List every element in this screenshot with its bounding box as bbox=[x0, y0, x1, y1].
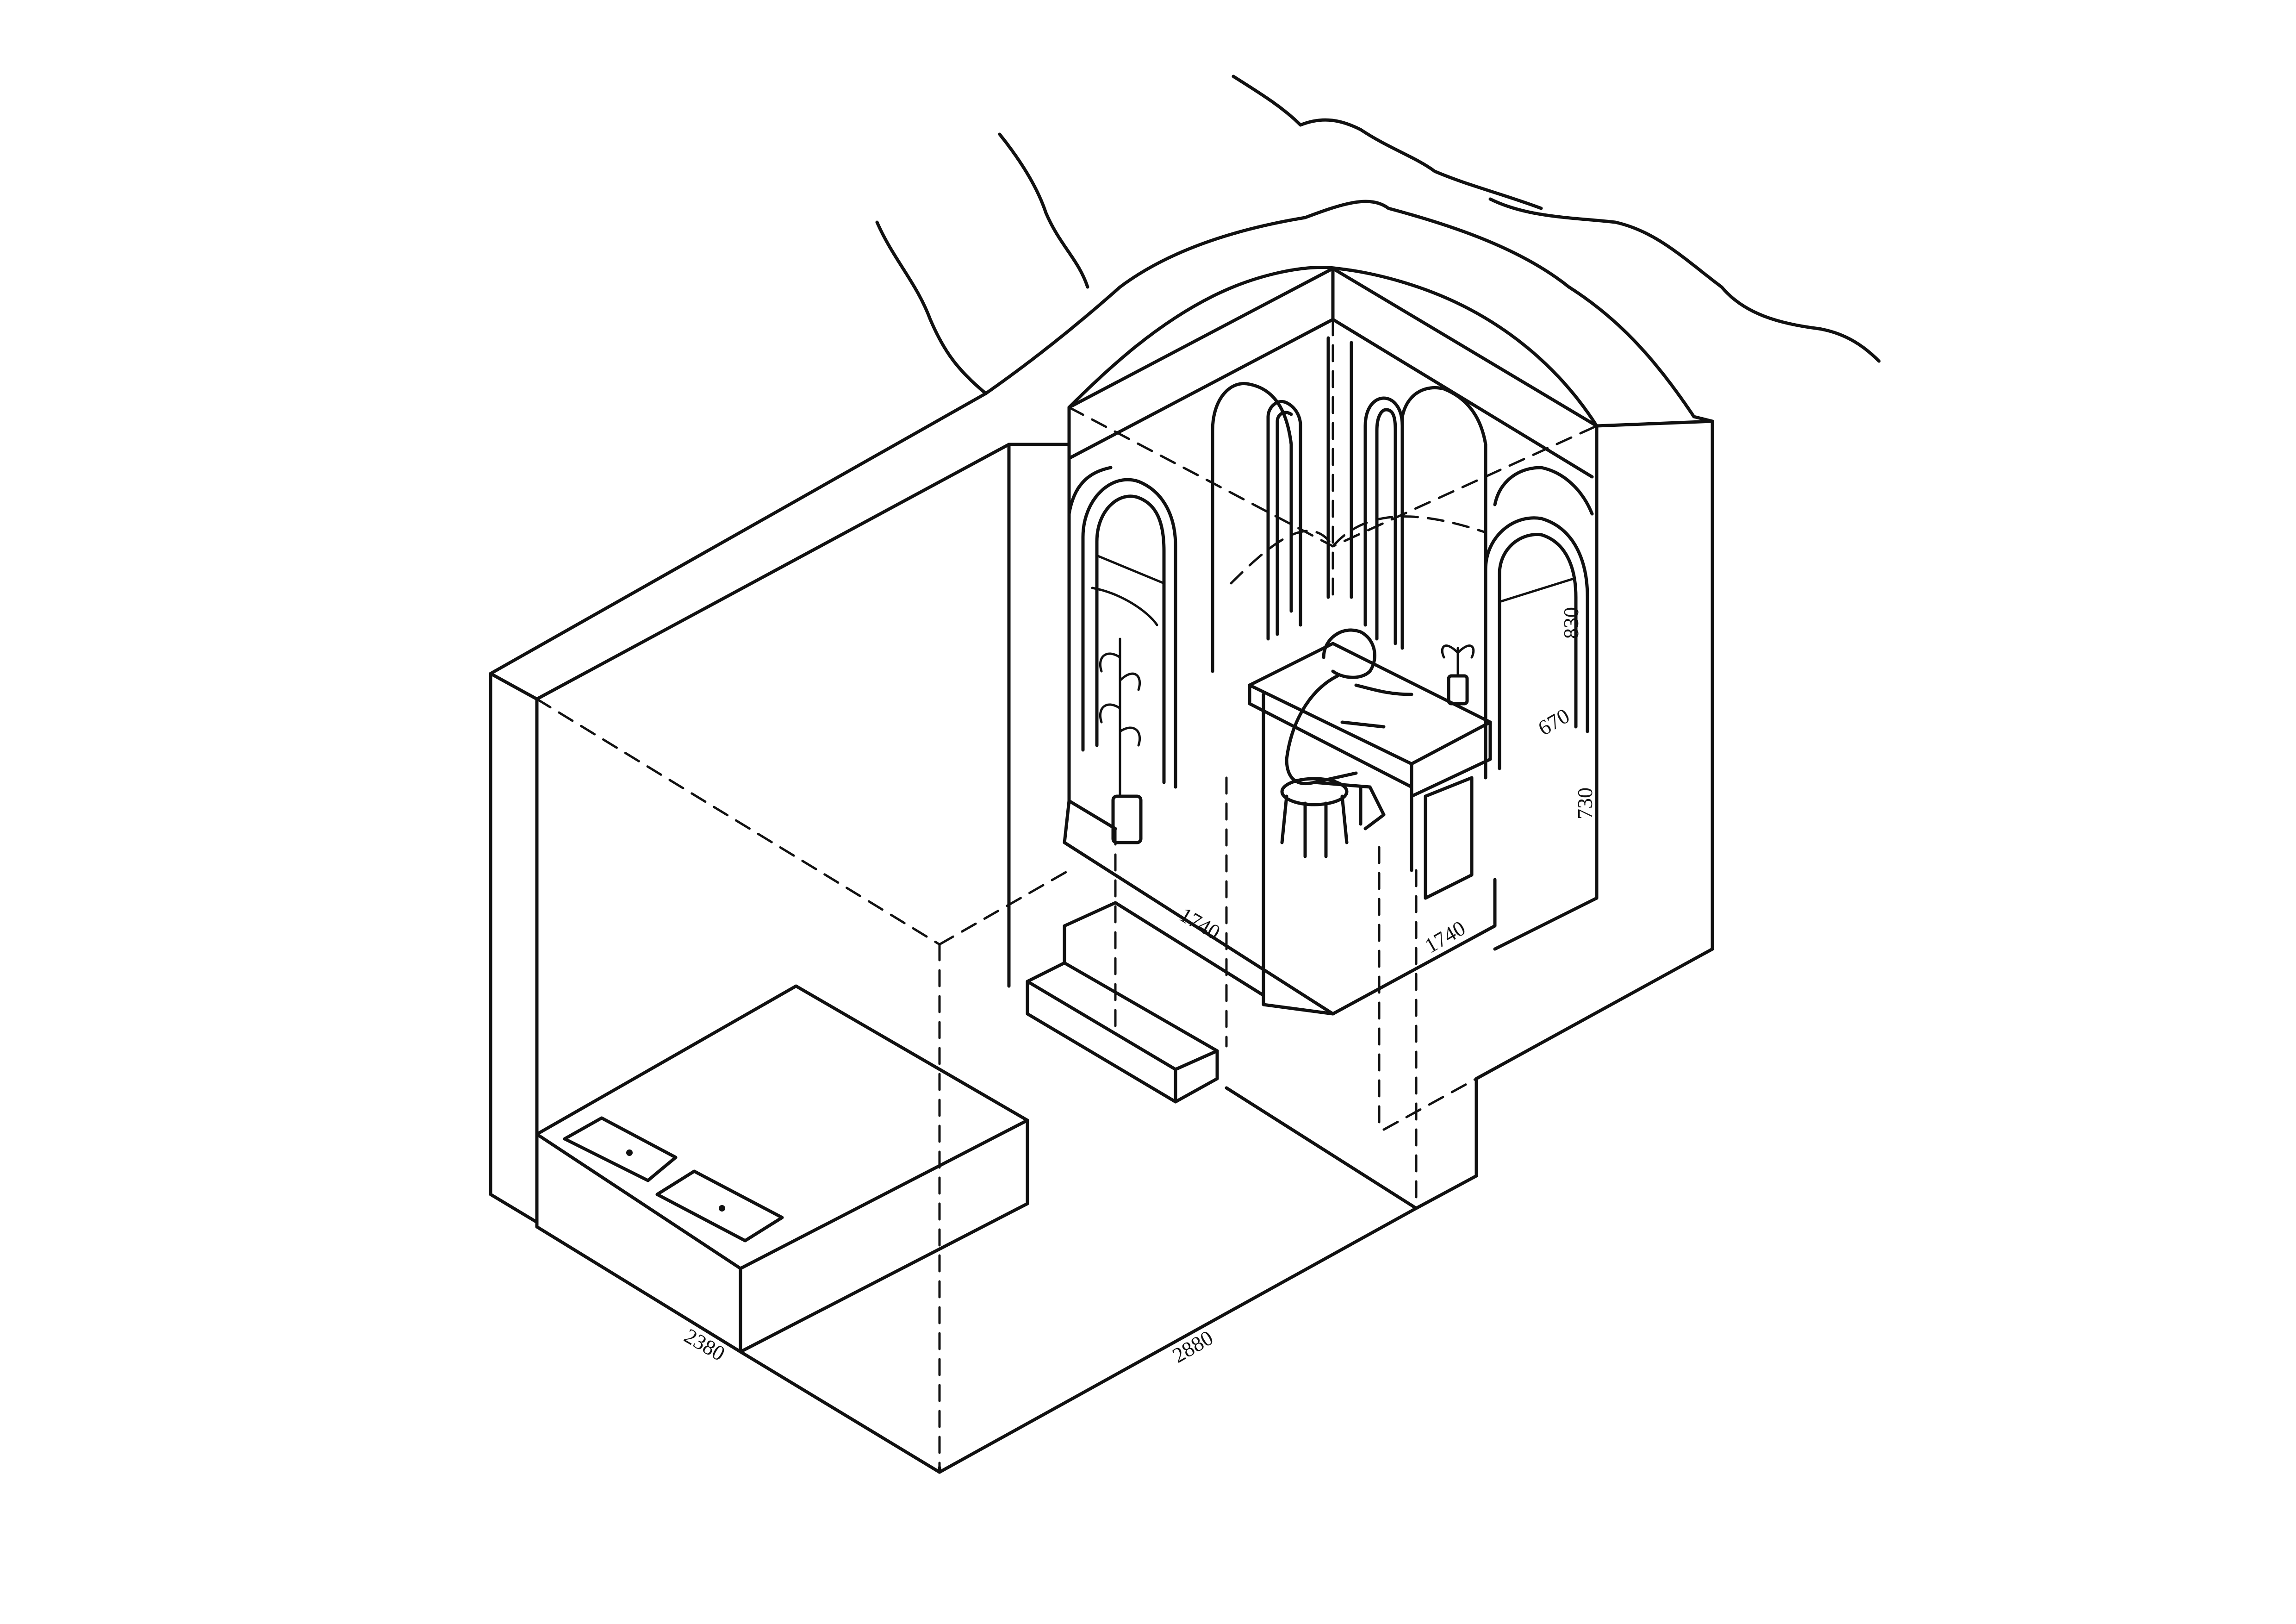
dimension-sill-width: 670 bbox=[1534, 704, 1574, 740]
bed bbox=[535, 984, 1029, 1354]
left-wall-volume bbox=[489, 392, 1071, 1224]
hidden-lines bbox=[535, 318, 1598, 1474]
arched-window-left-front bbox=[1067, 466, 1177, 789]
dimension-desk-height: 730 bbox=[1573, 787, 1597, 819]
arched-window-right-inner bbox=[1363, 386, 1487, 650]
dimension-window-height: 830 bbox=[1559, 607, 1583, 639]
alcove-body bbox=[1063, 267, 1714, 1178]
arched-window-right-front bbox=[1484, 466, 1594, 780]
hill-contour-lines bbox=[875, 75, 1881, 395]
entry-steps bbox=[1026, 901, 1265, 1104]
hanging-plant-left bbox=[1099, 637, 1143, 844]
dimension-labels: 2380 2880 1740 1740 830 670 730 bbox=[680, 607, 1597, 1368]
floor-outline bbox=[739, 1086, 1478, 1474]
stool bbox=[1280, 777, 1349, 858]
arched-window-left-inner bbox=[1211, 382, 1302, 673]
seated-person-figure bbox=[1285, 628, 1413, 831]
arched-vault-outline bbox=[984, 200, 1714, 951]
corner-desk bbox=[1248, 642, 1492, 1016]
potted-plant-right bbox=[1441, 644, 1475, 706]
